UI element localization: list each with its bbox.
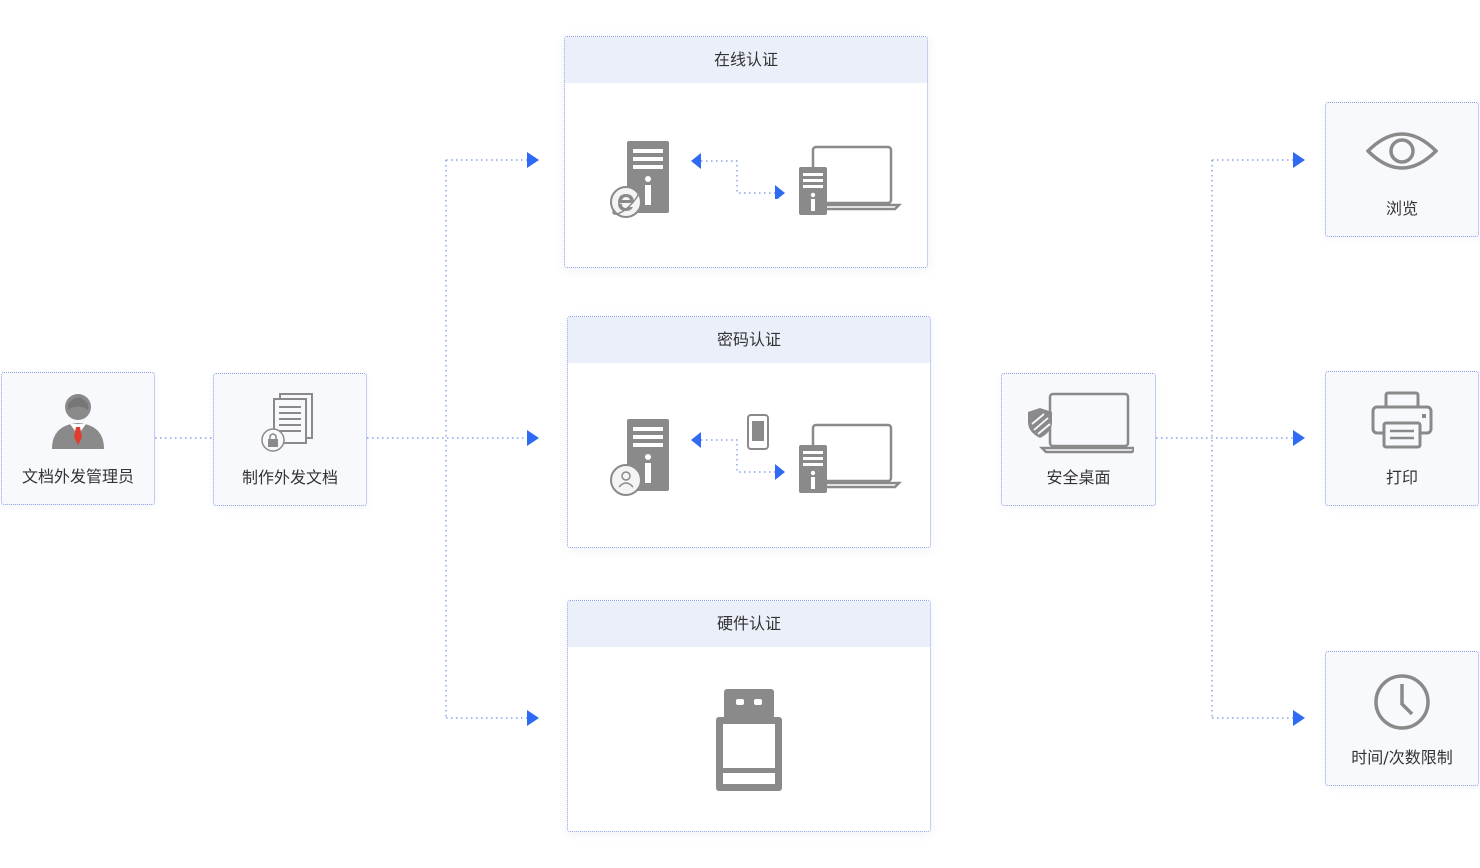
arrow-to-hardware [527, 710, 539, 726]
user-badge-icon [610, 464, 642, 496]
usb-key-icon [716, 689, 782, 791]
secure-desktop-node: 安全桌面 [1001, 373, 1156, 506]
admin-node: 文档外发管理员 [1, 372, 155, 505]
online-auth-title: 在线认证 [565, 37, 927, 83]
arrow-to-online [527, 152, 539, 168]
view-permission-node: 浏览 [1325, 102, 1479, 237]
two-way-arrow-icon [691, 153, 785, 199]
phone-icon [747, 414, 769, 450]
make-document-label: 制作外发文档 [241, 468, 338, 487]
ie-badge-icon [610, 186, 642, 218]
laptop-icon [799, 423, 903, 493]
limit-permission-node: 时间/次数限制 [1325, 651, 1479, 786]
hardware-auth-title: 硬件认证 [568, 601, 930, 647]
shielded-laptop-icon [1027, 392, 1134, 454]
arrow-to-limit [1293, 710, 1305, 726]
eye-icon [1366, 132, 1438, 170]
admin-label: 文档外发管理员 [21, 467, 134, 486]
locked-document-icon [261, 393, 313, 452]
clock-icon [1374, 674, 1430, 730]
print-permission-node: 打印 [1325, 371, 1479, 506]
view-label: 浏览 [1385, 199, 1418, 218]
print-label: 打印 [1385, 468, 1418, 487]
password-auth-title: 密码认证 [568, 317, 930, 363]
arrow-to-password [527, 430, 539, 446]
arrow-to-view [1293, 152, 1305, 168]
businessman-icon [52, 394, 104, 449]
make-document-node: 制作外发文档 [213, 373, 367, 506]
secure-desktop-label: 安全桌面 [1046, 468, 1111, 487]
printer-icon [1371, 391, 1433, 449]
laptop-icon [799, 145, 903, 215]
limit-label: 时间/次数限制 [1351, 748, 1453, 767]
hardware-auth-panel: 硬件认证 [567, 600, 931, 832]
online-auth-panel: 在线认证 [564, 36, 928, 268]
two-way-arrow-icon [691, 432, 785, 480]
arrow-to-print [1293, 430, 1305, 446]
password-auth-panel: 密码认证 [567, 316, 931, 548]
